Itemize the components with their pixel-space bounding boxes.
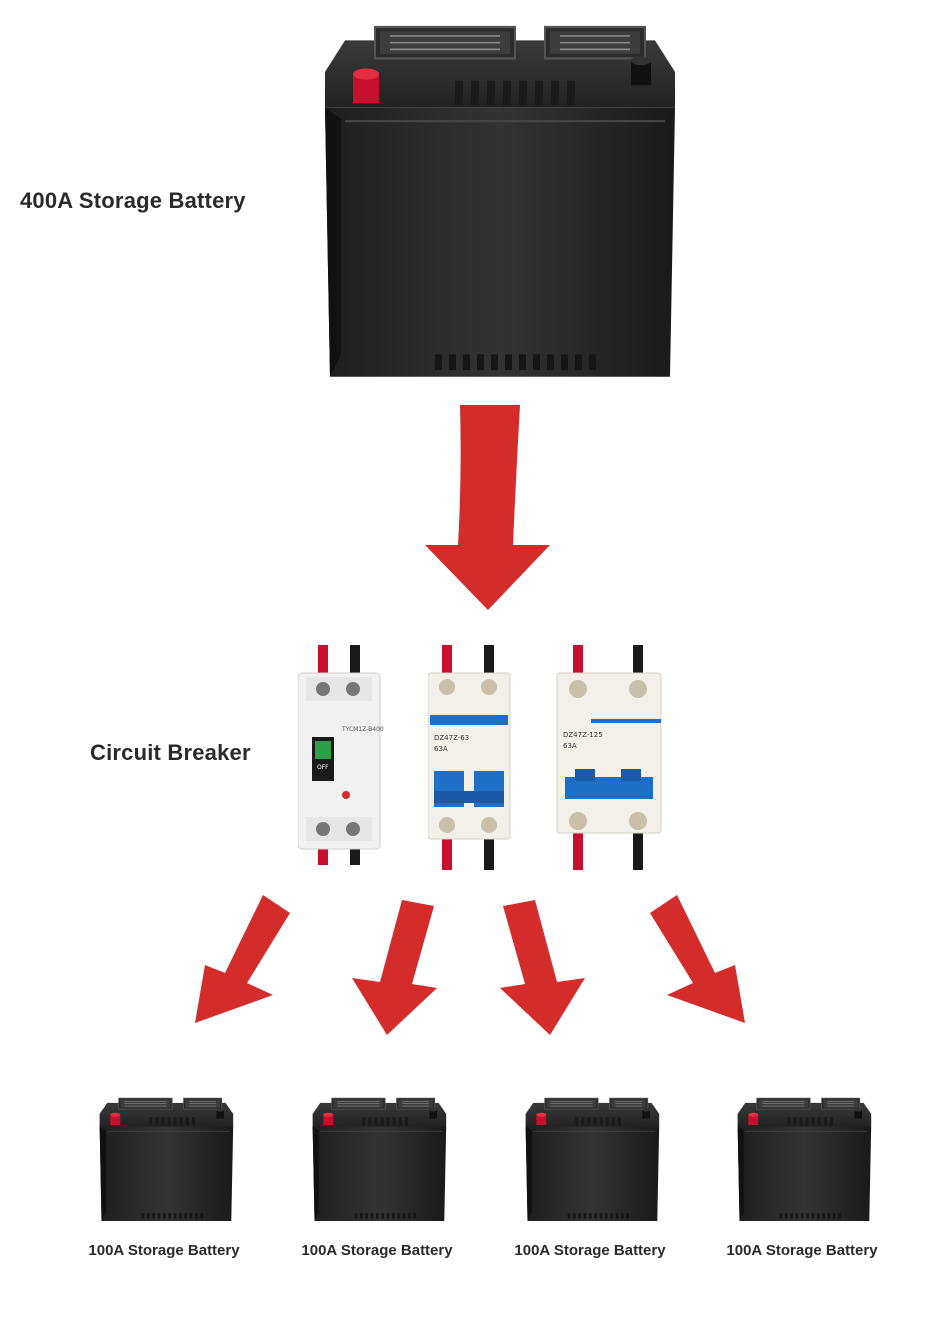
output-battery-label: 100A Storage Battery <box>514 1242 666 1259</box>
breaker-2-rating: 63A <box>434 745 448 753</box>
breaker-unit-3: DZ47Z-125 63A <box>555 645 665 870</box>
breaker-3-model: DZ47Z-125 <box>563 731 603 739</box>
output-battery-image <box>305 1095 450 1225</box>
branch-arrow-icon <box>352 900 437 1035</box>
breaker-unit-2: DZ47Z-63 63A <box>428 645 518 870</box>
branch-arrow-icon <box>195 895 295 1025</box>
source-battery-label: 400A Storage Battery <box>20 188 246 213</box>
source-battery-image <box>305 18 685 388</box>
output-battery-label: 100A Storage Battery <box>726 1242 878 1259</box>
breaker-unit-1: TYCM1Z-B400 OFF <box>298 645 410 865</box>
output-battery-image <box>730 1095 875 1225</box>
branch-arrow-icon <box>500 900 585 1035</box>
breaker-2-model: DZ47Z-63 <box>434 734 469 742</box>
breaker-1-model: TYCM1Z-B400 <box>341 726 384 733</box>
breaker-label: Circuit Breaker <box>90 740 251 765</box>
breaker-3-rating: 63A <box>563 742 577 750</box>
branch-arrow-icon <box>645 895 745 1025</box>
main-down-arrow-icon <box>420 405 550 610</box>
output-battery-image <box>92 1095 237 1225</box>
output-battery-image <box>518 1095 663 1225</box>
output-battery-label: 100A Storage Battery <box>301 1242 453 1259</box>
breaker-1-off-text: OFF <box>317 764 329 771</box>
output-battery-label: 100A Storage Battery <box>88 1242 240 1259</box>
